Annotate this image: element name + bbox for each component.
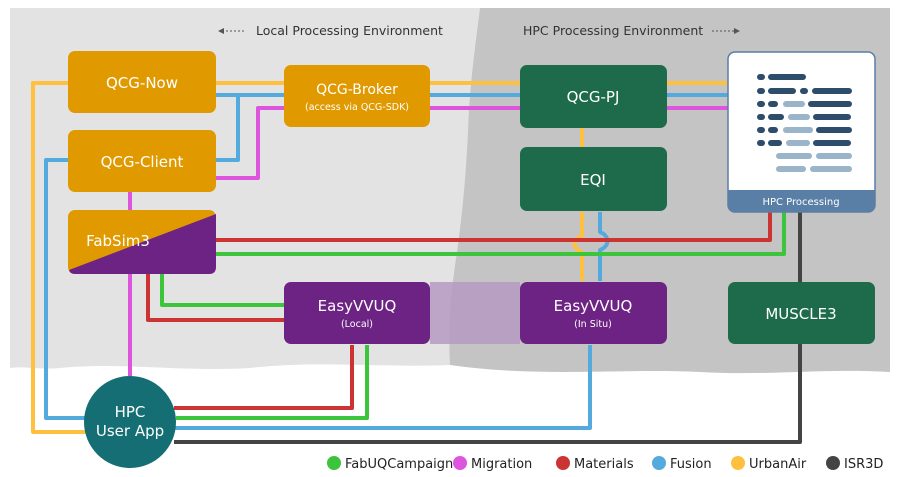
- svg-text:FabSim3: FabSim3: [86, 232, 150, 250]
- legend-item-fabuqcampaign: FabUQCampaign: [327, 456, 453, 472]
- svg-text:QCG-Broker: QCG-Broker: [316, 82, 398, 98]
- qcg-client-node[interactable]: QCG-Client: [68, 130, 216, 192]
- legend-item-migration: Migration: [453, 456, 532, 472]
- hpc-user-app-node[interactable]: HPC User App: [84, 376, 176, 468]
- svg-text:EasyVVUQ: EasyVVUQ: [554, 297, 633, 315]
- svg-text:Fusion: Fusion: [670, 457, 712, 472]
- fabuqcampaign-line: [216, 212, 786, 256]
- svg-text:MUSCLE3: MUSCLE3: [765, 305, 836, 323]
- svg-text:HPC: HPC: [115, 403, 146, 421]
- svg-text:FabUQCampaign: FabUQCampaign: [345, 457, 453, 472]
- qcg-now-node[interactable]: QCG-Now: [68, 51, 216, 113]
- materials-line: [174, 345, 354, 410]
- legend-item-isr3d: ISR3D: [826, 456, 883, 472]
- eqi-node[interactable]: EQI: [520, 147, 667, 211]
- svg-text:QCG-Client: QCG-Client: [101, 153, 184, 171]
- svg-text:User App: User App: [96, 422, 164, 440]
- svg-text:Materials: Materials: [574, 457, 634, 472]
- urbanair-line: [572, 212, 584, 281]
- muscle3-node[interactable]: MUSCLE3: [728, 282, 875, 344]
- svg-text:QCG-Now: QCG-Now: [106, 74, 178, 92]
- fabuqcampaign-line: [176, 345, 369, 420]
- legend-item-fusion: Fusion: [652, 456, 712, 472]
- fusion-line: [174, 345, 592, 430]
- svg-text:(Local): (Local): [341, 319, 373, 330]
- legend-item-materials: Materials: [556, 456, 634, 472]
- svg-text:EQI: EQI: [580, 171, 606, 189]
- urbanair-line: [31, 81, 86, 434]
- easyvvuq-insitu-node[interactable]: EasyVVUQ (In Situ): [520, 282, 667, 344]
- svg-text:HPC Processing Environment: HPC Processing Environment: [523, 23, 703, 38]
- fusion-line: [44, 158, 86, 420]
- svg-text:(In Situ): (In Situ): [574, 319, 612, 330]
- svg-text:Migration: Migration: [471, 457, 532, 472]
- materials-line: [216, 212, 772, 242]
- easyvvuq-bridge: [430, 282, 520, 344]
- svg-text:QCG-PJ: QCG-PJ: [567, 88, 620, 106]
- legend: FabUQCampaign Migration Materials Fusion…: [327, 456, 883, 472]
- svg-text:UrbanAir: UrbanAir: [749, 457, 807, 472]
- materials-line: [146, 274, 284, 322]
- hpc-processing-node[interactable]: HPC Processing: [727, 51, 876, 213]
- fabsim3-node[interactable]: FabSim3: [68, 210, 216, 274]
- easyvvuq-local-node[interactable]: EasyVVUQ (Local): [284, 282, 430, 344]
- hpc-environment-label: HPC Processing Environment: [523, 23, 740, 38]
- svg-text:Local Processing Environment: Local Processing Environment: [256, 23, 443, 38]
- svg-text:EasyVVUQ: EasyVVUQ: [318, 297, 397, 315]
- local-environment-label: Local Processing Environment: [218, 23, 443, 38]
- svg-text:(access via QCG-SDK): (access via QCG-SDK): [305, 102, 409, 113]
- qcg-broker-node[interactable]: QCG-Broker (access via QCG-SDK): [284, 65, 430, 127]
- svg-text:HPC Processing: HPC Processing: [762, 197, 839, 208]
- legend-item-urbanair: UrbanAir: [731, 456, 807, 472]
- connections: [31, 81, 802, 444]
- qcg-pj-node[interactable]: QCG-PJ: [520, 65, 667, 128]
- hpc-server-icon: [757, 74, 852, 172]
- fabuqcampaign-line: [160, 274, 284, 307]
- migration-line: [216, 106, 284, 180]
- svg-text:ISR3D: ISR3D: [844, 457, 883, 472]
